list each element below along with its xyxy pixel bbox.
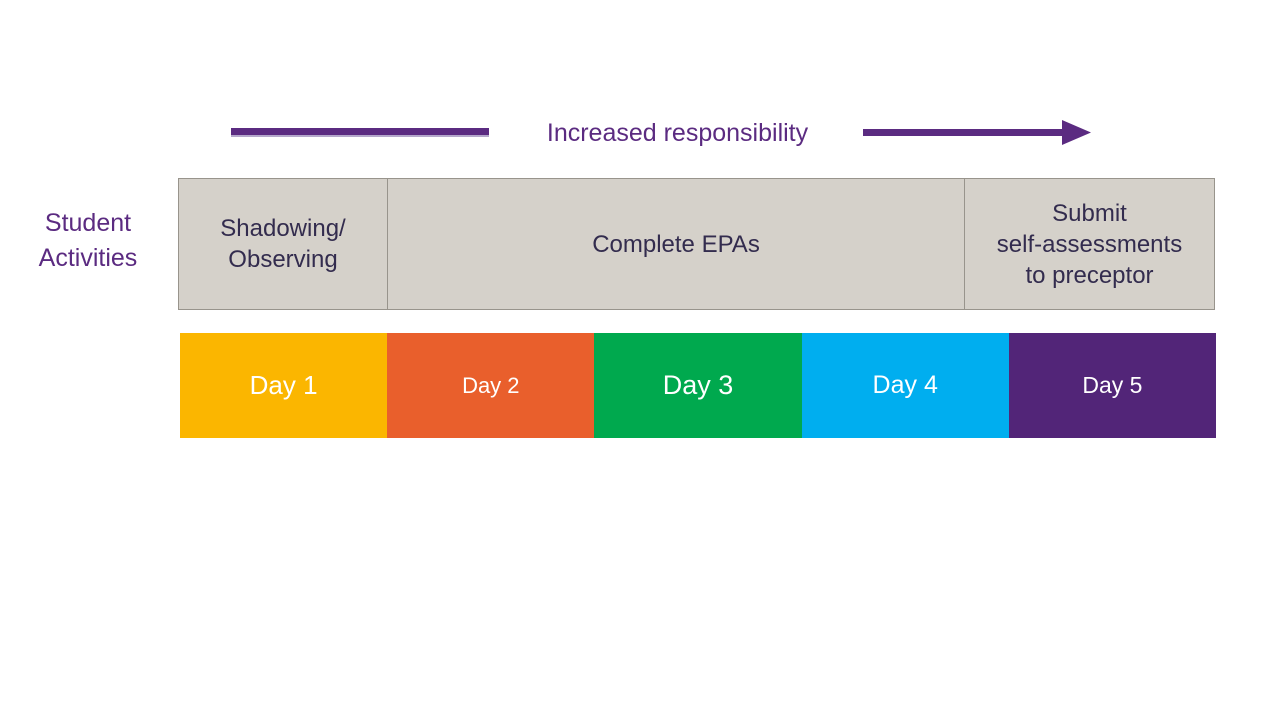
day-segment-5: Day 5 xyxy=(1008,333,1217,438)
activity-cell-complete-epas: Complete EPAs xyxy=(387,179,964,309)
increased-responsibility-line xyxy=(231,128,489,137)
day-timeline: Day 1 Day 2 Day 3 Day 4 Day 5 xyxy=(180,333,1217,438)
day-segment-2: Day 2 xyxy=(387,333,595,438)
activity-cell-shadowing-observing: Shadowing/ Observing xyxy=(220,215,346,273)
increased-responsibility-label: Increased responsibility xyxy=(546,119,809,147)
activity-cell-submit-assessments: Submit self-assessments to preceptor xyxy=(964,179,1214,309)
day-segment-4: Day 4 xyxy=(801,333,1009,438)
day-segment-1: Day 1 xyxy=(180,333,388,438)
day-segment-3: Day 3 xyxy=(594,333,802,438)
student-activities-label: Student Activities xyxy=(38,209,138,272)
student-activities-table: Shadowing/ Observing Complete EPAs Submi… xyxy=(178,178,1215,310)
right-arrow-icon xyxy=(863,120,1091,145)
